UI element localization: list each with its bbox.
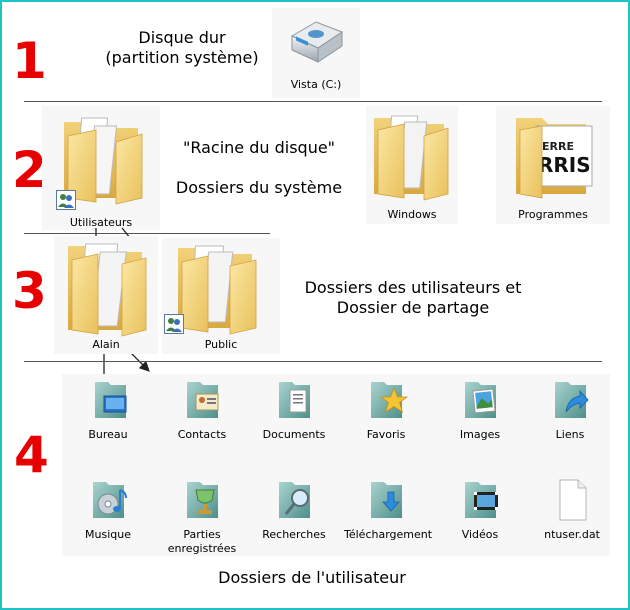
favorites-folder-icon: [371, 382, 408, 418]
folder-programmes-label: Programmes: [518, 208, 588, 221]
section-1-number: 1: [12, 32, 47, 90]
saved-games-folder-icon: [187, 482, 218, 518]
drive-label: Vista (C:): [290, 78, 342, 91]
folder-programmes[interactable]: ERRE RRIS Programmes: [496, 106, 610, 224]
svg-text:RRIS: RRIS: [538, 153, 591, 177]
svg-text:ERRE: ERRE: [542, 140, 574, 153]
section-2-title-line2: Dossiers du système: [175, 178, 343, 197]
folder-images-label: Images: [459, 428, 501, 441]
folder-documents[interactable]: Documents: [258, 374, 330, 450]
contacts-folder-icon: [187, 382, 219, 418]
folder-parties-label-line2: enregistrées: [167, 542, 237, 555]
section-3-number: 3: [12, 262, 47, 320]
folder-contacts[interactable]: Contacts: [166, 374, 238, 450]
section-3-title: Dossiers des utilisateurs et Dossier de …: [288, 278, 538, 318]
folder-liens-label: Liens: [555, 428, 585, 441]
users-badge-icon: [164, 314, 184, 334]
folder-contacts-label: Contacts: [177, 428, 227, 441]
folder-icon: [178, 245, 257, 335]
folder-musique-label: Musique: [85, 528, 131, 541]
folder-icon: [64, 117, 143, 205]
videos-folder-icon: [465, 482, 498, 518]
folder-icon: [68, 243, 147, 337]
section-2-number: 2: [12, 141, 47, 199]
folder-icon: [374, 115, 449, 201]
folder-public-label: Public: [204, 338, 238, 351]
users-badge-icon: [56, 190, 76, 210]
folder-musique[interactable]: Musique: [72, 472, 144, 556]
pictures-folder-icon: [465, 382, 496, 418]
folder-windows[interactable]: Windows: [366, 106, 458, 224]
folder-images[interactable]: Images: [444, 374, 516, 450]
section-1-title-line1: Disque dur: [138, 28, 226, 47]
folder-alain-label: Alain: [92, 338, 120, 351]
folder-liens[interactable]: Liens: [534, 374, 606, 450]
section-1-title: Disque dur (partition système): [82, 28, 282, 68]
folder-utilisateurs[interactable]: Utilisateurs: [42, 106, 160, 230]
user-folders-panel: Bureau Contacts Documents: [62, 374, 610, 556]
divider-2: [24, 233, 270, 234]
folder-icon: ERRE RRIS: [516, 118, 593, 199]
searches-folder-icon: [279, 482, 310, 518]
folder-documents-label: Documents: [262, 428, 326, 441]
file-ntuser-label: ntuser.dat: [544, 528, 600, 541]
folder-utilisateurs-label: Utilisateurs: [69, 216, 133, 229]
hard-drive-icon: [290, 21, 344, 63]
folder-bureau-label: Bureau: [88, 428, 128, 441]
folder-videos-label: Vidéos: [461, 528, 499, 541]
music-folder-icon: [93, 482, 127, 518]
section-1-title-line2: (partition système): [105, 48, 259, 67]
folder-favoris-label: Favoris: [366, 428, 406, 441]
folder-parties-label: Parties: [183, 528, 221, 541]
section-2-title-line1: "Racine du disque": [182, 138, 336, 157]
section-4-caption: Dossiers de l'utilisateur: [218, 568, 406, 587]
divider-3: [24, 361, 602, 362]
file-ntuser-dat[interactable]: ntuser.dat: [534, 472, 610, 556]
section-4-number: 4: [14, 426, 49, 484]
desktop-folder-icon: [95, 382, 127, 418]
documents-folder-icon: [279, 382, 310, 418]
folder-videos[interactable]: Vidéos: [444, 472, 516, 556]
downloads-folder-icon: [371, 482, 402, 518]
section-3-title-line2: Dossier de partage: [336, 298, 490, 317]
divider-1: [24, 101, 602, 102]
folder-alain[interactable]: Alain: [54, 236, 158, 354]
folder-public[interactable]: Public: [162, 238, 280, 354]
folder-windows-label: Windows: [387, 208, 437, 221]
folder-favoris[interactable]: Favoris: [350, 374, 422, 450]
folder-telechargement-label: Téléchargement: [344, 528, 433, 541]
links-folder-icon: [555, 382, 589, 418]
file-icon: [559, 479, 587, 521]
folder-recherches[interactable]: Recherches: [258, 472, 330, 556]
section-3-title-line1: Dossiers des utilisateurs et: [304, 278, 522, 297]
folder-telechargement[interactable]: Téléchargement: [344, 472, 432, 556]
folder-parties-enregistrees[interactable]: Parties enregistrées: [166, 472, 238, 556]
folder-recherches-label: Recherches: [262, 528, 326, 541]
drive-tile[interactable]: Vista (C:): [272, 8, 360, 98]
folder-bureau[interactable]: Bureau: [72, 374, 144, 450]
